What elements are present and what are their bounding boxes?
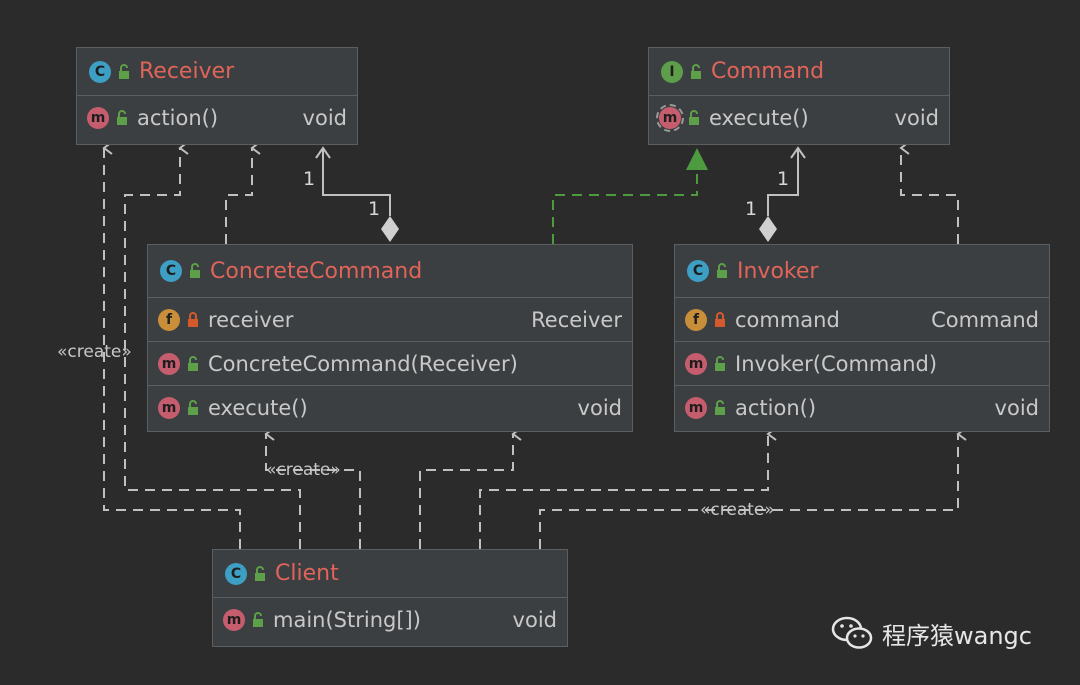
member-name: receiver	[208, 307, 294, 332]
member-name: ConcreteCommand(Receiver)	[208, 351, 518, 376]
watermark-text: 程序猿wangc	[882, 621, 1032, 650]
member-name: main(String[])	[273, 608, 421, 632]
member-row[interactable]: m main(String[]) void	[213, 598, 567, 642]
member-type: Receiver	[531, 307, 622, 332]
public-lock-icon	[689, 110, 699, 125]
class-badge-icon: C	[160, 260, 182, 282]
field-badge-icon: f	[158, 308, 180, 331]
member-type: void	[302, 106, 347, 130]
class-name: ConcreteCommand	[210, 258, 423, 284]
public-lock-icon	[691, 63, 701, 79]
member-row[interactable]: m action() void	[77, 96, 357, 140]
method-badge-icon: m	[87, 107, 109, 129]
method-badge-icon: m	[685, 397, 707, 419]
class-client[interactable]: C Client m main(String[]) void	[212, 549, 568, 647]
member-name: command	[735, 307, 840, 332]
member-type: void	[577, 396, 622, 420]
member-row[interactable]: m execute() void	[649, 96, 949, 140]
member-row[interactable]: m action() void	[675, 386, 1049, 430]
class-name: Invoker	[737, 258, 819, 284]
class-invoker[interactable]: C Invoker f command Command m Invoker(Co…	[674, 244, 1050, 432]
field-badge-icon: f	[685, 308, 707, 331]
public-lock-icon	[188, 355, 198, 371]
member-name: execute()	[709, 106, 809, 130]
class-header: C Client	[213, 550, 567, 598]
dependency-concrete-receiver	[225, 141, 261, 244]
member-name: Invoker(Command)	[735, 351, 938, 376]
class-badge-icon: C	[687, 260, 709, 282]
class-name: Command	[711, 59, 825, 84]
member-row[interactable]: m ConcreteCommand(Receiver)	[148, 342, 632, 386]
method-badge-icon: m	[158, 397, 180, 419]
interface-badge-icon: I	[661, 60, 683, 83]
public-lock-icon	[117, 110, 127, 125]
wechat-icon	[831, 616, 873, 649]
runnable-class-badge-icon: C	[225, 562, 247, 585]
member-row[interactable]: f receiver Receiver	[148, 298, 632, 342]
class-header: C ConcreteCommand	[148, 245, 632, 298]
create-label-left: «create»	[57, 342, 132, 362]
watermark: 程序猿wangc	[830, 614, 1032, 652]
member-row[interactable]: f command Command	[675, 298, 1049, 342]
public-lock-icon	[717, 263, 727, 278]
member-type: Command	[931, 307, 1039, 332]
public-lock-icon	[188, 400, 198, 415]
public-lock-icon	[119, 63, 129, 79]
multiplicity-command-bottom: 1	[745, 198, 758, 220]
class-header: C Invoker	[675, 245, 1049, 298]
class-command[interactable]: I Command m execute() void	[648, 47, 950, 145]
member-type: void	[994, 396, 1039, 420]
private-lock-icon	[715, 311, 725, 327]
dependency-client-invoker-create	[539, 427, 967, 549]
class-receiver[interactable]: C Receiver m action() void	[76, 47, 358, 145]
public-lock-icon	[190, 263, 200, 278]
member-type: void	[894, 106, 939, 130]
dependency-client-concrete-create	[264, 427, 361, 549]
public-lock-icon	[715, 355, 725, 371]
dependency-client-invoker	[479, 427, 777, 549]
aggregation-concrete-receiver	[315, 146, 399, 242]
multiplicity-command-top: 1	[777, 168, 790, 190]
class-header: I Command	[649, 48, 949, 96]
dependency-client-concrete	[419, 427, 522, 549]
static-method-badge-icon: m	[223, 609, 245, 631]
class-concrete-command[interactable]: C ConcreteCommand f receiver Receiver m …	[147, 244, 633, 432]
multiplicity-receiver-top: 1	[303, 168, 316, 190]
class-header: C Receiver	[77, 48, 357, 96]
public-lock-icon	[255, 565, 265, 581]
member-name: action()	[137, 106, 219, 130]
multiplicity-receiver-bottom: 1	[368, 198, 381, 220]
create-label-right: «create»	[700, 500, 775, 520]
realization-concrete-command	[552, 148, 708, 244]
method-badge-icon: m	[685, 352, 707, 375]
class-name: Client	[275, 561, 339, 586]
aggregation-invoker-command	[759, 146, 806, 242]
dependency-client-receiver-a	[102, 141, 241, 549]
public-lock-icon	[715, 400, 725, 415]
class-name: Receiver	[139, 59, 235, 84]
dependency-client-receiver-b	[124, 141, 301, 549]
dependency-invoker-command	[899, 141, 959, 244]
abstract-method-badge-icon: m	[656, 104, 684, 132]
class-badge-icon: C	[89, 60, 111, 83]
private-lock-icon	[188, 311, 198, 327]
member-name: action()	[735, 396, 817, 420]
member-row[interactable]: m execute() void	[148, 386, 632, 430]
member-type: void	[512, 608, 557, 632]
create-label-mid: «create»	[266, 460, 341, 480]
method-badge-icon: m	[158, 352, 180, 375]
member-row[interactable]: m Invoker(Command)	[675, 342, 1049, 386]
member-name: execute()	[208, 396, 308, 420]
public-lock-icon	[253, 612, 263, 627]
